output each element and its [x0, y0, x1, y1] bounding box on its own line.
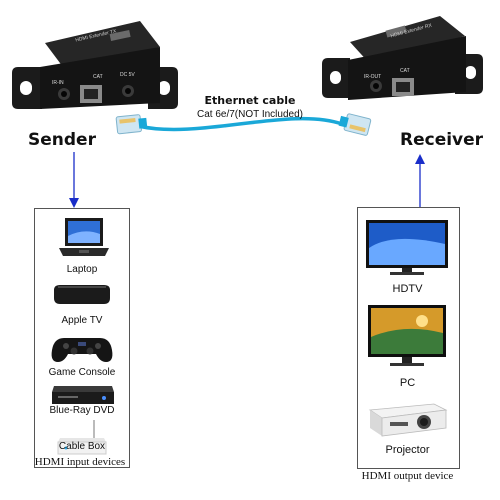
blu-ray-player-icon	[52, 386, 114, 404]
sender-label: Sender	[28, 130, 96, 150]
receiver-port-label-ir: IR-OUT	[364, 74, 382, 80]
game-controller-icon	[51, 338, 113, 362]
hdmi-input-devices-caption: HDMI input devices	[34, 456, 126, 468]
input-device-label-blu-ray: Blue-Ray DVD	[49, 405, 115, 416]
input-device-label-cable-box: Cable Box	[58, 441, 106, 452]
cable-box-icon	[57, 420, 107, 455]
projector-icon	[368, 403, 448, 437]
sender-port-label-ir: IR-IN	[52, 80, 64, 86]
input-device-label-laptop: Laptop	[66, 264, 98, 275]
hdtv-icon	[366, 220, 448, 275]
hdmi-output-devices-caption: HDMI output device	[361, 470, 454, 482]
receiver-label: Receiver	[400, 130, 484, 150]
output-device-label-projector: Projector	[385, 444, 430, 456]
apple-tv-icon	[54, 285, 110, 304]
output-device-label-hdtv: HDTV	[392, 283, 423, 295]
cable-title: Ethernet cable	[204, 94, 296, 107]
sender-extender-device	[12, 21, 178, 109]
receiver-port-label-cat: CAT	[400, 68, 410, 74]
input-device-label-apple-tv: Apple TV	[61, 315, 103, 326]
output-device-label-pc: PC	[399, 377, 416, 389]
sender-port-label-cat: CAT	[93, 74, 103, 80]
ethernet-cable	[115, 113, 372, 136]
receiver-up-arrow	[415, 154, 425, 208]
sender-down-arrow	[69, 152, 79, 208]
pc-monitor-icon	[368, 305, 446, 366]
input-device-label-game-console: Game Console	[48, 367, 116, 378]
receiver-extender-device	[322, 16, 483, 100]
laptop-icon	[59, 218, 109, 256]
cable-subtitle: Cat 6e/7(NOT Included)	[197, 109, 303, 120]
sender-port-label-dc: DC 5V	[120, 72, 135, 78]
